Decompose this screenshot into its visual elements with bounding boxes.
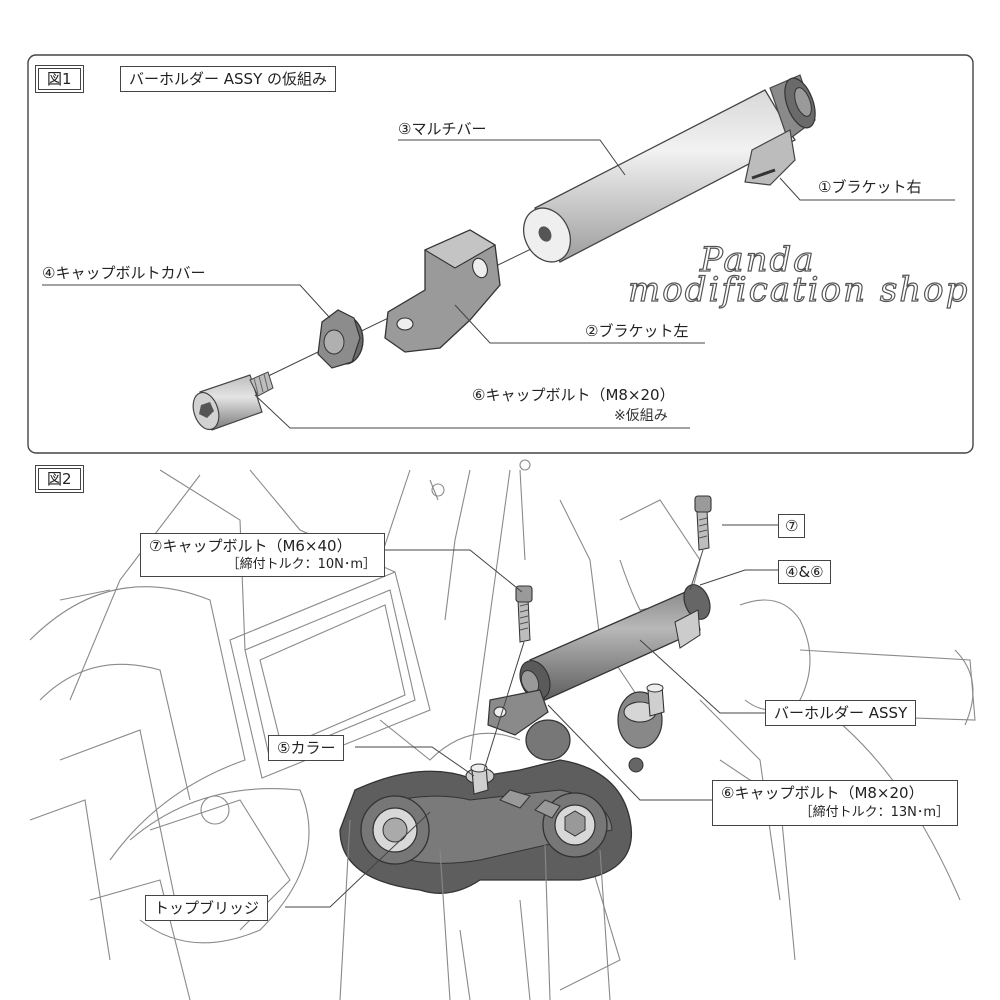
label-cap-bolt-m8: ⑥キャップボルト（M8×20） (472, 386, 675, 404)
watermark-line1: Panda (699, 240, 816, 280)
ref-box-7: ⑦ (778, 514, 806, 538)
label-bracket-right: ①ブラケット右 (818, 178, 922, 196)
label-cap-bolt-m8-torque: ［締付トルク：13N･m］ (799, 805, 949, 820)
label-cap-bolt-m8-fig2: ⑥キャップボルト（M8×20） (721, 784, 924, 802)
collar-part (470, 683, 665, 795)
label-cap-bolt-m8-fig2-box: ⑥キャップボルト（M8×20） ［締付トルク：13N･m］ (712, 780, 958, 826)
cap-bolt-m6-parts (515, 495, 712, 643)
bracket-left-part (384, 229, 501, 353)
ref-box-4-6: ④&⑥ (778, 560, 831, 584)
bar-holder-assy-part (487, 584, 711, 736)
label-cap-bolt-m6-torque: ［締付トルク：10N･m］ (226, 557, 376, 572)
figure1-title: バーホルダー ASSY の仮組み (120, 66, 337, 92)
label-bar-holder-assy: バーホルダー ASSY (765, 700, 917, 726)
label-bracket-left: ②ブラケット左 (585, 322, 689, 340)
top-bridge-part (339, 691, 663, 1000)
watermark-line2: modification shop (627, 270, 970, 310)
multibar-part (522, 74, 816, 263)
label-cap-bolt-m6: ⑦キャップボルト（M6×40） (149, 537, 352, 555)
bracket-right-part (744, 129, 796, 186)
label-cap-bolt-cover: ④キャップボルトカバー (42, 264, 206, 282)
label-top-bridge: トップブリッジ (145, 895, 269, 921)
figure1-tag: 図1 (35, 65, 84, 93)
label-multibar: ③マルチバー (398, 120, 487, 138)
figure2-tag: 図2 (35, 465, 84, 493)
label-temporary-assembly-note: ※仮組み (614, 408, 668, 424)
figure1-frame (27, 54, 974, 454)
cap-bolt-cover-part (317, 309, 364, 369)
label-cap-bolt-m6-box: ⑦キャップボルト（M6×40） ［締付トルク：10N･m］ (140, 533, 385, 577)
cap-bolt-part (192, 371, 274, 431)
figure1-parts (42, 74, 955, 431)
label-collar: ⑤カラー (268, 735, 345, 761)
